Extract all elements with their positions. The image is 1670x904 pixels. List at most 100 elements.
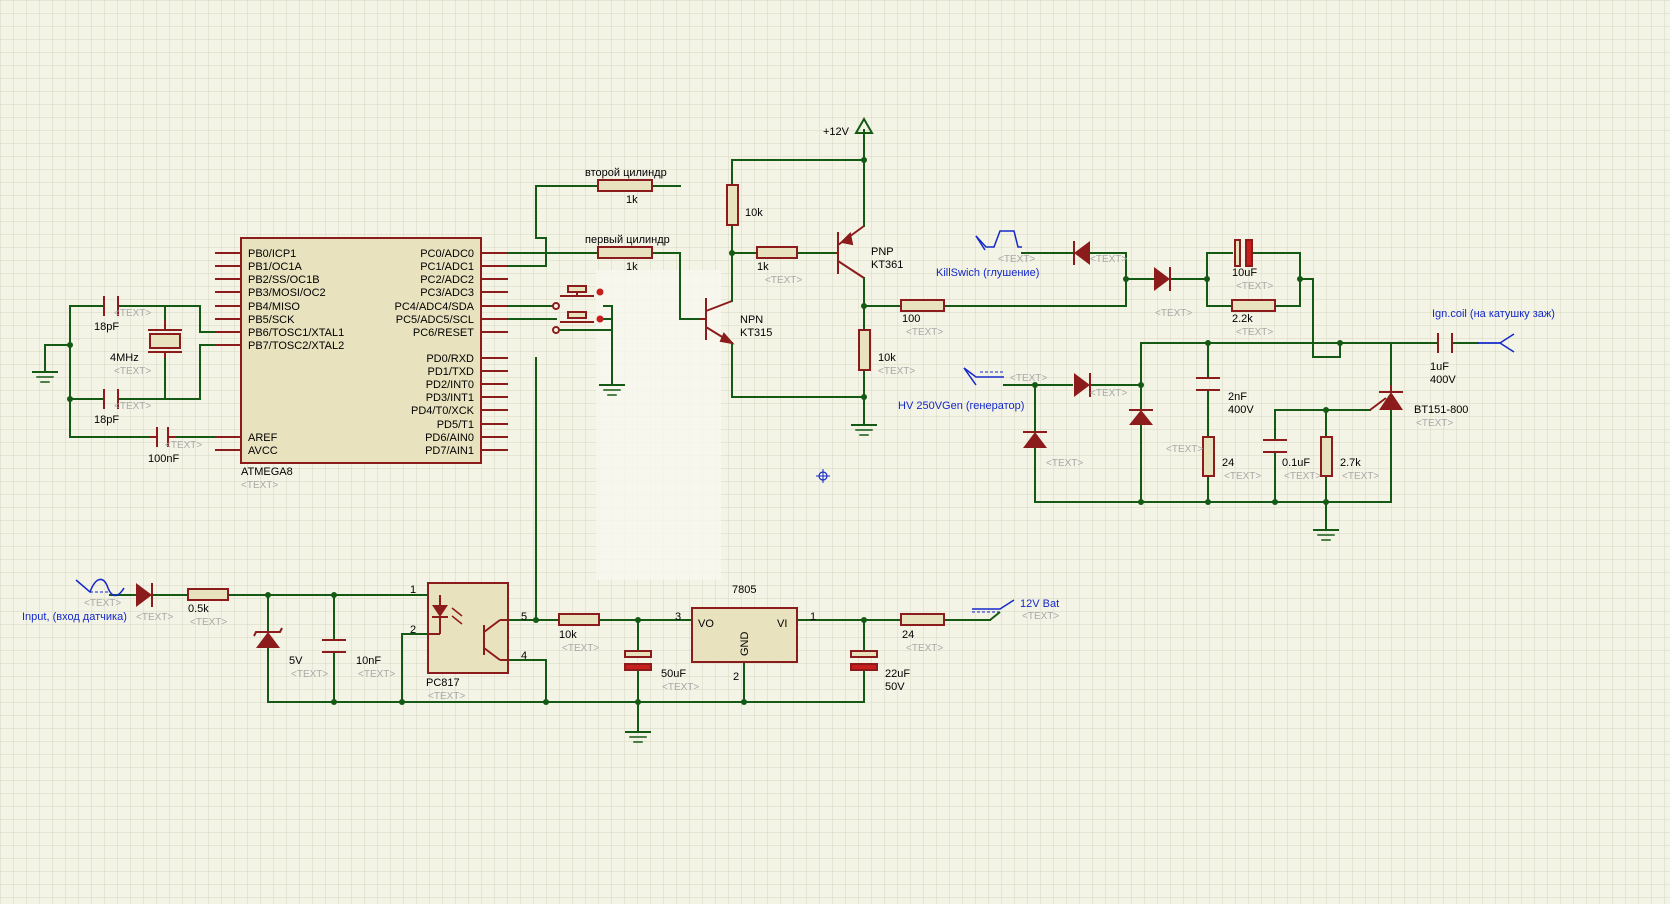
mcu-pin-pc1: PC1/ADC1 — [420, 261, 474, 273]
input-placeholder: <TEXT> — [84, 598, 121, 609]
pushbutton-pc5[interactable] — [552, 311, 604, 334]
mcu-pin-pd1: PD1/TXD — [428, 366, 475, 378]
diode-charge-placeholder: <TEXT> — [1155, 308, 1192, 319]
resistor-10k-opto[interactable] — [558, 613, 600, 626]
capacitor-1uf[interactable] — [1437, 333, 1453, 353]
c-1uf-voltage: 400V — [1430, 374, 1456, 386]
diode-hv[interactable] — [1074, 373, 1091, 397]
opto-pin-1: 1 — [410, 584, 416, 596]
resistor-24-bat[interactable] — [900, 613, 945, 626]
r-24-bat-placeholder: <TEXT> — [906, 643, 943, 654]
c-10uf-placeholder: <TEXT> — [1236, 281, 1273, 292]
regulator-7805[interactable] — [691, 607, 798, 663]
wires — [44, 129, 1479, 733]
diode-killswitch-placeholder: <TEXT> — [1090, 254, 1127, 265]
diode-killswitch[interactable] — [1073, 241, 1090, 265]
resistor-10k-collector[interactable] — [858, 329, 871, 371]
resistor-24-trigger[interactable] — [1202, 436, 1215, 477]
diode-charge[interactable] — [1154, 267, 1171, 291]
ign-coil-terminal-icon[interactable] — [1478, 333, 1515, 353]
zener-placeholder: <TEXT> — [291, 669, 328, 680]
resistor-cyl2[interactable] — [597, 179, 653, 192]
c18pf-bot-value: 18pF — [94, 414, 119, 426]
capacitor-50uf[interactable] — [624, 650, 652, 671]
pnp-part: KT361 — [871, 259, 903, 271]
r-10k-coll-value: 10k — [878, 352, 896, 364]
r-10k-coll-placeholder: <TEXT> — [878, 366, 915, 377]
bat-placeholder: <TEXT> — [1022, 611, 1059, 622]
power-arrow-icon — [854, 116, 874, 134]
mcu-pin-pb1: PB1/OC1A — [248, 261, 302, 273]
resistor-0-5k[interactable] — [187, 588, 229, 601]
capacitor-10nf[interactable] — [322, 639, 346, 653]
r-10k-top-value: 10k — [745, 207, 763, 219]
opto-pin-4: 4 — [521, 650, 527, 662]
c18pf-top-value: 18pF — [94, 321, 119, 333]
mcu-pin-pd6: PD6/AIN0 — [425, 432, 474, 444]
optocoupler-pc817[interactable] — [402, 582, 509, 674]
mcu-pin-pb5: PB5/SCK — [248, 314, 295, 326]
killswitch-placeholder: <TEXT> — [998, 254, 1035, 265]
ground-symbol-crystal — [32, 344, 58, 383]
resistor-cyl1[interactable] — [597, 246, 653, 259]
mcu-pin-pd0: PD0/RXD — [426, 353, 474, 365]
c-22uf-voltage: 50V — [885, 681, 905, 693]
r-2-2k-placeholder: <TEXT> — [1236, 327, 1273, 338]
resistor-2-2k[interactable] — [1231, 299, 1276, 312]
c-10nf-placeholder: <TEXT> — [358, 669, 395, 680]
mcu-pin-pb4: PB4/MISO — [248, 301, 300, 313]
capacitor-18pf-bottom[interactable] — [103, 389, 119, 409]
ground-symbol-hv — [1313, 529, 1339, 541]
input-sine-icon[interactable] — [75, 578, 125, 597]
thyristor-bt151[interactable] — [1369, 385, 1403, 411]
bat-label: 12V Bat — [1020, 598, 1059, 610]
diode-input[interactable] — [136, 583, 153, 607]
capacitor-2nf[interactable] — [1196, 377, 1220, 391]
pushbutton-pc4[interactable] — [552, 285, 604, 310]
r-1k-base-placeholder: <TEXT> — [765, 275, 802, 286]
c-10uf-value: 10uF — [1232, 267, 1257, 279]
diode-input-placeholder: <TEXT> — [136, 612, 173, 623]
r-cyl1-value: 1k — [626, 261, 638, 273]
mcu-pin-pb3: PB3/MOSI/OC2 — [248, 287, 326, 299]
r-24-trig-placeholder: <TEXT> — [1166, 444, 1203, 455]
crystal-4mhz[interactable] — [148, 320, 182, 358]
mcu-pin-pd3: PD3/INT1 — [426, 392, 474, 404]
mcu-atmega8[interactable]: PB0/ICP1 PB1/OC1A PB2/SS/OC1B PB3/MOSI/O… — [215, 237, 508, 491]
diode-hv-placeholder: <TEXT> — [1090, 388, 1127, 399]
resistor-100[interactable] — [900, 299, 945, 312]
mcu-text-placeholder: <TEXT> — [241, 480, 278, 491]
capacitor-0-1uf[interactable] — [1263, 439, 1287, 453]
zener-5v[interactable] — [253, 627, 283, 648]
zener-value: 5V — [289, 655, 303, 667]
capacitor-22uf[interactable] — [850, 650, 878, 671]
killswitch-pulse-icon[interactable] — [975, 230, 1022, 251]
capacitor-10uf[interactable] — [1234, 239, 1253, 267]
c-22uf-value: 22uF — [885, 668, 910, 680]
reg-vi: VI — [777, 618, 787, 630]
ground-symbol-driver — [851, 424, 877, 436]
battery-terminal-icon[interactable] — [972, 599, 1015, 621]
reg-gnd: GND — [739, 632, 751, 657]
hv-gen-terminal-icon[interactable] — [963, 367, 1004, 386]
c100nf-value: 100nF — [148, 453, 179, 465]
r-cyl2-value: 1k — [626, 194, 638, 206]
c-0-1uf-placeholder: <TEXT> — [1284, 471, 1321, 482]
resistor-2-7k[interactable] — [1320, 436, 1333, 477]
reg-vo: VO — [698, 618, 714, 630]
c-1uf-value: 1uF — [1430, 361, 1449, 373]
crosshair-cursor-icon — [816, 469, 830, 483]
diode-clamp-left[interactable] — [1023, 431, 1047, 448]
resistor-10k-top[interactable] — [726, 184, 739, 226]
diode-clamp-mid[interactable] — [1129, 409, 1153, 425]
mcu-pin-pc5: PC5/ADC5/SCL — [396, 314, 474, 326]
mcu-pin-pb0: PB0/ICP1 — [248, 248, 296, 260]
resistor-1k-base[interactable] — [756, 246, 798, 259]
transistor-npn-kt315[interactable] — [700, 298, 735, 345]
transistor-pnp-kt361[interactable] — [835, 225, 865, 279]
capacitor-18pf-top[interactable] — [103, 296, 119, 316]
capacitor-100nf[interactable] — [150, 427, 175, 447]
thyristor-part: BT151-800 — [1414, 404, 1468, 416]
reg-part: 7805 — [732, 584, 756, 596]
